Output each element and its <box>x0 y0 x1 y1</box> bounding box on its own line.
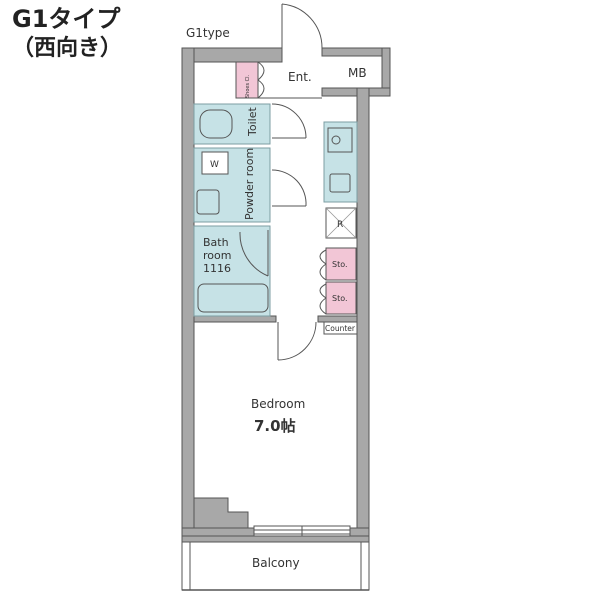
bedroom-door[interactable] <box>277 321 317 361</box>
balcony-label: Balcony <box>252 556 300 570</box>
storage-1-label: Sto. <box>332 260 348 269</box>
bathroom-label-line2: room <box>203 249 231 262</box>
bathroom-door[interactable] <box>239 230 269 277</box>
powder-room-label: Powder room <box>243 148 256 220</box>
entrance-label: Ent. <box>288 70 312 84</box>
entrance-zone: Shoes Cl. Ent. MB <box>235 3 367 99</box>
shoes-closet-label: Shoes Cl. <box>245 74 251 98</box>
wall-top-right <box>321 47 391 57</box>
bedroom: Bedroom 7.0帖 <box>251 397 305 435</box>
storage-doors <box>319 249 327 315</box>
balcony: Balcony <box>181 535 370 591</box>
stove-burner <box>331 135 341 145</box>
powder-room-door[interactable] <box>271 169 307 207</box>
balcony-window[interactable] <box>253 525 351 539</box>
plan-orientation-subtitle: （西向き） <box>12 36 123 61</box>
wall-east <box>356 87 370 537</box>
wall-corner-step <box>193 497 249 529</box>
wall-mid-divider-right <box>317 315 358 323</box>
bathtub <box>197 283 269 313</box>
closet-door-arcs <box>257 61 265 99</box>
wall-west <box>181 47 195 537</box>
kitchen: R Sto. Sto. Counter <box>319 121 358 335</box>
wall-mb-bottom <box>321 87 391 97</box>
wall-top-left <box>181 47 283 63</box>
plan-type-title: G1タイプ <box>12 5 121 33</box>
toilet-room: Toilet <box>193 103 307 145</box>
entrance-door[interactable] <box>281 3 323 49</box>
bedroom-size: 7.0帖 <box>254 417 296 435</box>
storage-1 <box>325 247 357 281</box>
bathroom-size: 1116 <box>203 262 231 275</box>
toilet-label: Toilet <box>246 107 259 137</box>
washer-label: W <box>210 160 219 170</box>
bedroom-label: Bedroom <box>251 397 305 411</box>
sink <box>329 173 351 193</box>
storage-2 <box>325 281 357 315</box>
storage-2-label: Sto. <box>332 294 348 303</box>
floor-plan-heading: G1タイプ （西向き） <box>12 4 212 64</box>
counter-box <box>323 321 358 335</box>
fridge-diagonals <box>325 207 357 239</box>
powder-room: W Powder room <box>193 147 307 223</box>
counter-label: Counter <box>325 324 356 333</box>
wall-mid-divider <box>193 315 277 323</box>
plan-type-label: G1type <box>186 26 230 40</box>
mb-label: MB <box>348 66 367 80</box>
toilet-bowl <box>199 109 233 139</box>
wash-basin <box>196 189 220 215</box>
bathroom: Bath room 1116 <box>193 225 271 317</box>
toilet-door[interactable] <box>271 103 307 139</box>
fridge-label: R <box>337 220 343 230</box>
washer-space <box>201 151 229 175</box>
bathroom-label-line1: Bath <box>203 236 229 249</box>
